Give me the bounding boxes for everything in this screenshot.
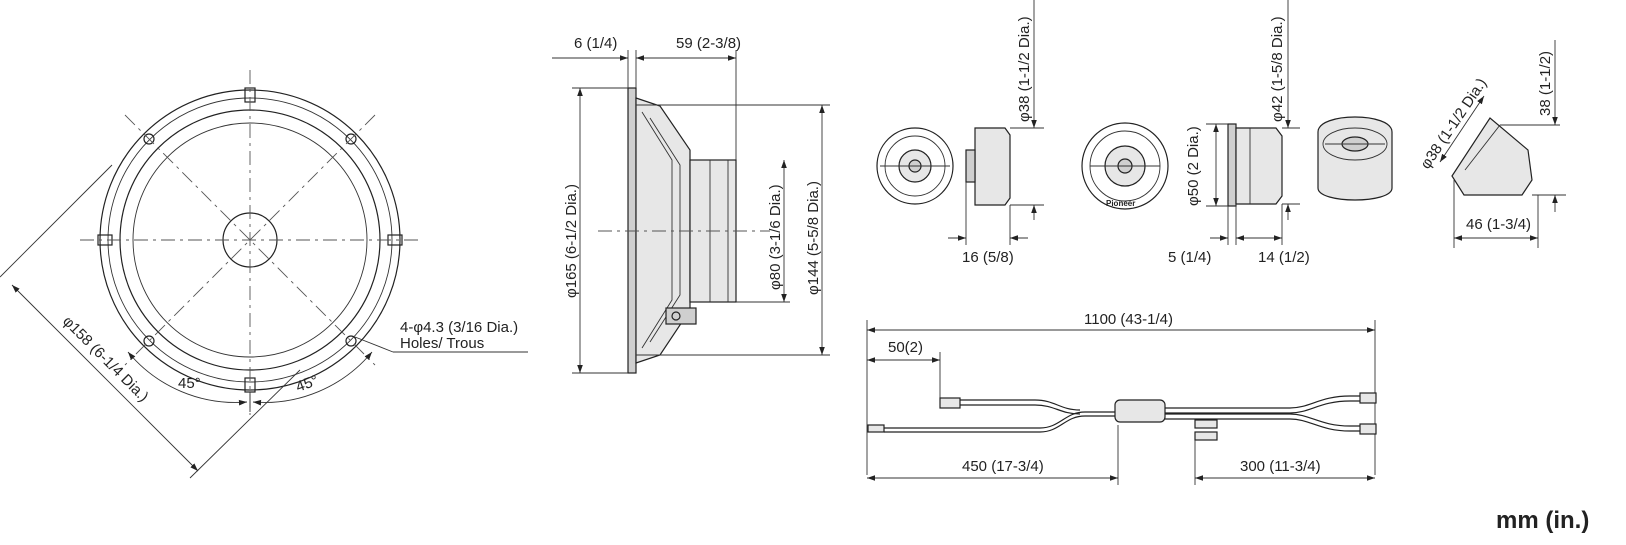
tweeter-flush-front [876,127,954,205]
tweeter-angled-front [1317,116,1393,201]
holes-label: Holes/ Trous [400,335,484,352]
units-label: mm (in.) [1496,507,1589,534]
terminal [665,307,697,325]
woofer-front-view: φ158 (6-1/4 Dia.) 45° 45° 4-φ4.3 (3/16 D… [0,70,528,479]
flange-thickness-label: 6 (1/4) [574,35,617,52]
cable-branch-label: 50(2) [888,339,923,356]
input-connector [867,424,885,433]
cable-total-label: 1100 (43-1/4) [1084,311,1173,328]
frame-flange [627,87,637,374]
tweeter-surface-side [1235,127,1283,205]
angle-right-label: 45° [294,372,321,396]
tweeter-surface: Pioneer φ42 (1-5/8 Dia.) φ50 (2 Dia.) 5 … [1081,0,1310,266]
tweeter-angled-side [1451,117,1533,196]
angled-height-label: 38 (1-1/2) [1537,51,1554,116]
branch-connector [939,397,961,409]
tweeter-angled: 38 (1-1/2) φ38 (1-1/2 Dia.) 46 (1-3/4) [1317,40,1566,248]
output-connector-tweeter [1359,392,1377,404]
surface-depth-label: 14 (1/2) [1258,249,1310,266]
angle-left-label: 45° [178,375,201,392]
brand-logo: Pioneer [1106,199,1135,208]
surface-diameter-label: φ42 (1-5/8 Dia.) [1269,16,1286,122]
crossover-box [1114,399,1166,423]
input-length-label: 450 (17-3/4) [962,458,1044,475]
magnet-diameter-label: φ80 (3-1/6 Dia.) [767,184,784,290]
tweeter-surface-front [1081,122,1169,210]
cone-edge [132,122,368,358]
surface-flange-label: 5 (1/4) [1168,249,1211,266]
flush-diameter-label: φ38 (1-1/2 Dia.) [1016,16,1033,122]
cable-assembly: 1100 (43-1/4) 50(2) 450 (17-3/4) 300 (11… [866,311,1377,485]
cutout-diameter-label: φ144 (5-5/8 Dia.) [805,181,822,295]
output-connector-woofer [1359,423,1377,435]
depth-label: 59 (2-3/8) [676,35,741,52]
holes-count-label: 4-φ4.3 (3/16 Dia.) [400,319,518,336]
tweeter-surface-flange [1227,123,1237,207]
tweeter-flush-side [974,127,1011,206]
outer-diameter-label: φ165 (6-1/2 Dia.) [563,184,580,298]
tweeter-flush: φ38 (1-1/2 Dia.) 16 (5/8) [876,0,1044,266]
flush-depth-label: 16 (5/8) [962,249,1014,266]
woofer-side-view: 6 (1/4) 59 (2-3/8) φ165 (6-1/2 Dia.) φ80… [552,35,830,374]
angled-width-label: 46 (1-3/4) [1466,216,1531,233]
bezel-diameter-label: φ50 (2 Dia.) [1185,126,1202,206]
output-length-label: 300 (11-3/4) [1240,458,1321,475]
